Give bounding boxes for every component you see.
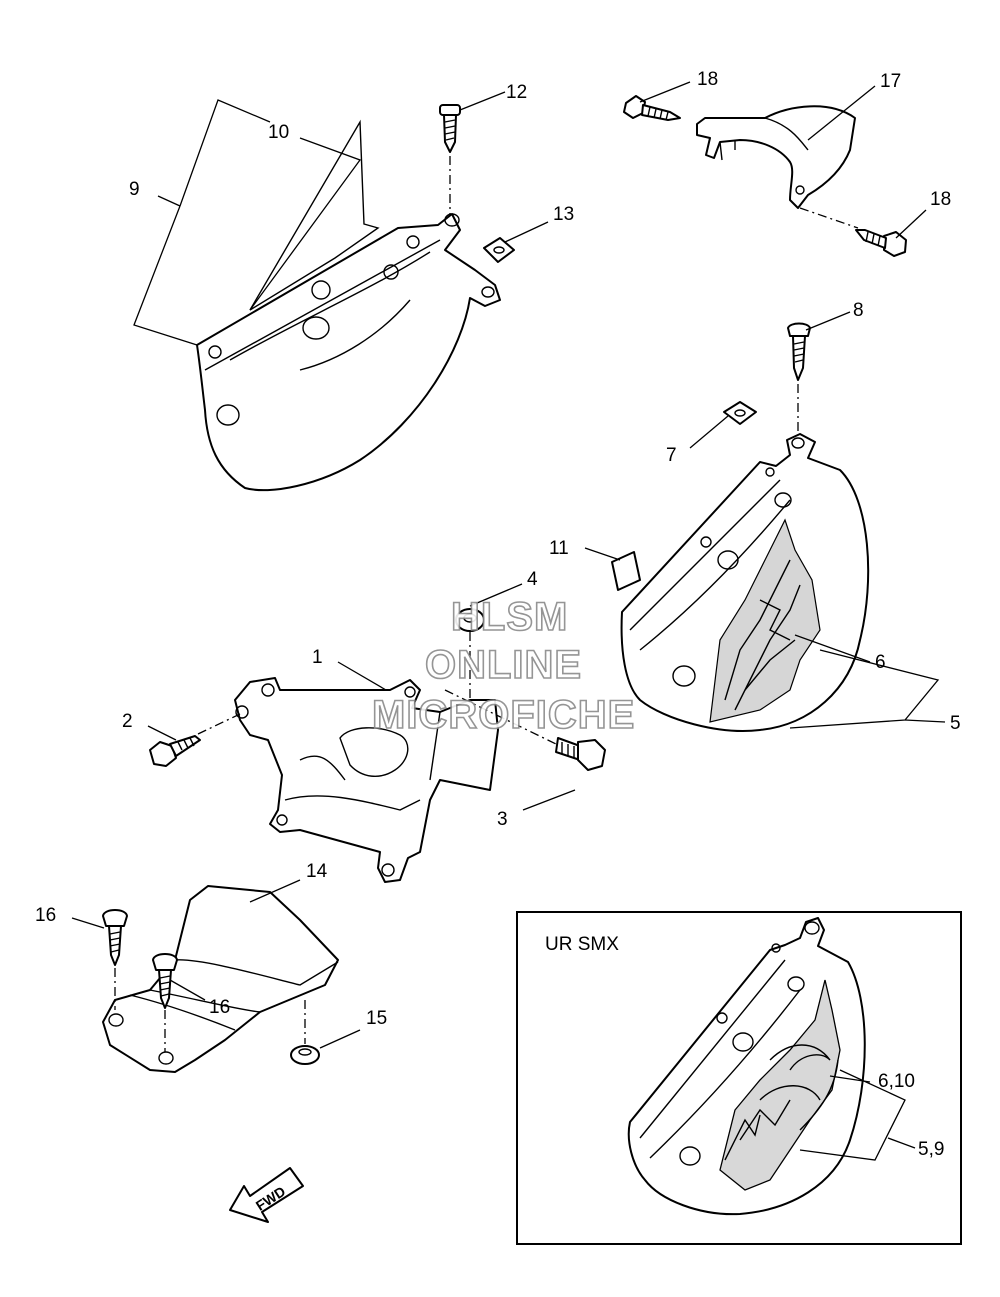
callout-3: 3 bbox=[497, 809, 508, 830]
part-3-axis bbox=[444, 689, 557, 745]
part-16-screw-right bbox=[152, 953, 178, 1009]
leader-lines bbox=[71, 81, 946, 1161]
watermark: HLSM ONLINE MICROFICHE bbox=[371, 594, 635, 738]
part-2-screw bbox=[149, 735, 201, 767]
part-16-screw-left bbox=[102, 909, 128, 966]
part-7-clip-nut bbox=[723, 401, 757, 425]
part-14-cover bbox=[102, 885, 339, 1073]
callout-10: 10 bbox=[268, 122, 289, 143]
inset-ur-smx: UR SMX bbox=[516, 911, 962, 1245]
inset-side-cover bbox=[627, 917, 866, 1216]
watermark-line-3: MICROFICHE bbox=[372, 693, 635, 737]
callout-2: 2 bbox=[122, 711, 133, 732]
part-18-screw-right bbox=[855, 229, 907, 257]
part-2-axis bbox=[197, 713, 241, 735]
callout-5: 5 bbox=[950, 713, 961, 734]
inset-label-5-9: 5,9 bbox=[918, 1139, 944, 1160]
callout-9: 9 bbox=[129, 179, 140, 200]
part-4-nut bbox=[455, 608, 485, 632]
callout-12: 12 bbox=[506, 82, 527, 103]
part-6-graphic-decal bbox=[709, 518, 821, 723]
part-11-label bbox=[611, 551, 641, 591]
callout-7: 7 bbox=[666, 445, 677, 466]
callout-1: 1 bbox=[312, 647, 323, 668]
callout-8: 8 bbox=[853, 300, 864, 321]
callout-16-left: 16 bbox=[35, 905, 56, 926]
part-8-screw bbox=[787, 322, 811, 381]
callout-18-top: 18 bbox=[697, 69, 718, 90]
part-1-lower-cover bbox=[234, 677, 499, 883]
part-5-side-cover bbox=[620, 433, 870, 732]
inset-title: UR SMX bbox=[545, 934, 619, 955]
part-18-screw-top bbox=[623, 95, 681, 121]
callout-13: 13 bbox=[553, 204, 574, 225]
part-17-rear-cover bbox=[696, 105, 856, 209]
watermark-line-1: HLSM bbox=[451, 595, 568, 639]
callout-15: 15 bbox=[366, 1008, 387, 1029]
part-18-axis bbox=[799, 207, 859, 229]
inset-tribal-graphic bbox=[719, 979, 841, 1191]
part-13-clip-nut bbox=[483, 237, 515, 263]
part-3-bolt bbox=[555, 737, 606, 771]
inset-label-6-10: 6,10 bbox=[878, 1071, 915, 1092]
watermark-line-2: ONLINE bbox=[425, 643, 582, 687]
callout-4: 4 bbox=[527, 569, 538, 590]
callout-18-right: 18 bbox=[930, 189, 951, 210]
callout-17: 17 bbox=[880, 71, 901, 92]
fwd-arrow-icon: FWD bbox=[229, 1167, 304, 1223]
callout-6: 6 bbox=[875, 652, 886, 673]
part-10-side-cover bbox=[196, 119, 501, 492]
part-12-screw bbox=[439, 104, 461, 153]
callout-11: 11 bbox=[549, 538, 569, 559]
part-15-grommet bbox=[290, 1045, 320, 1065]
callout-14: 14 bbox=[306, 861, 328, 882]
callout-labels: 1 2 3 4 5 6 7 8 9 10 11 12 13 14 15 16 1… bbox=[35, 69, 961, 1160]
callout-16-right: 16 bbox=[209, 997, 230, 1018]
